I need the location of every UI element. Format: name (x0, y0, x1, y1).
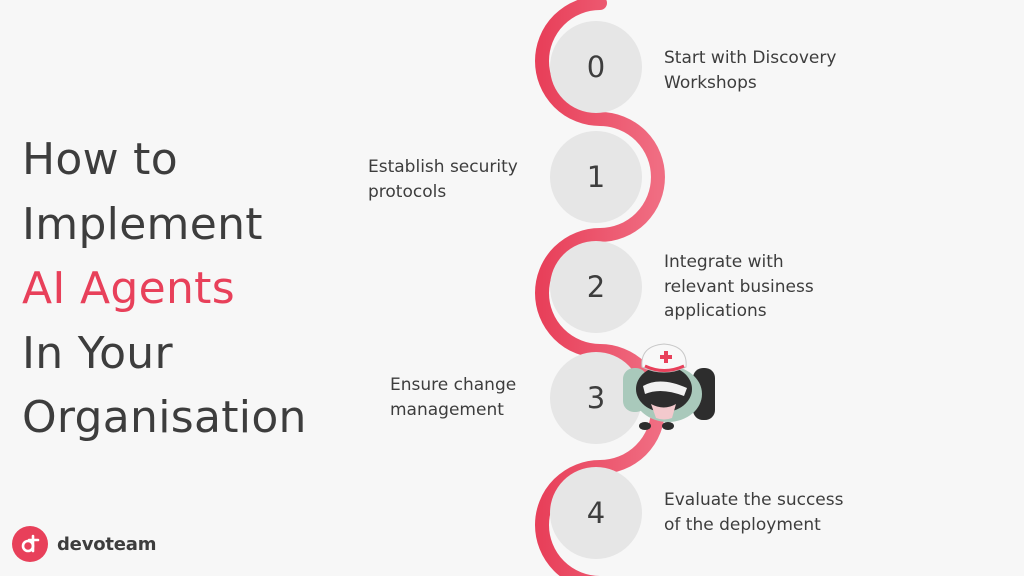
step-circle-1 (550, 131, 642, 223)
title-line-4: In Your (22, 327, 173, 379)
title-line-1: How to (22, 134, 178, 185)
step-circle-3 (550, 352, 642, 444)
title-line-3-highlight: AI Agents (22, 263, 235, 314)
step-label-3: Ensure change management (390, 375, 517, 420)
step-circle-0 (550, 21, 642, 113)
step-circle-4 (550, 467, 642, 559)
step-number-1: 1 (586, 160, 606, 194)
step-circle-2 (550, 241, 642, 333)
step-label-0: Start with Discovery Workshops (664, 48, 837, 93)
step-number-0: 0 (586, 50, 606, 84)
step-number-2: 2 (586, 270, 606, 304)
step-number-4: 4 (586, 496, 606, 530)
title-line-2: Implement (22, 198, 263, 250)
step-number-3: 3 (586, 381, 606, 415)
step-label-4: Evaluate the success of the deployment (664, 490, 844, 535)
nurse-character-icon (623, 343, 715, 430)
title-line-5: Organisation (22, 392, 307, 443)
page-title: How to Implement AI Agents In Your Organ… (22, 128, 307, 451)
step-label-1: Establish security protocols (368, 157, 518, 202)
brand-logo: devoteam (12, 526, 157, 562)
brand-name: devoteam (57, 533, 157, 555)
devoteam-logo-icon (12, 526, 48, 562)
step-label-2: Integrate with relevant business applica… (664, 252, 814, 321)
